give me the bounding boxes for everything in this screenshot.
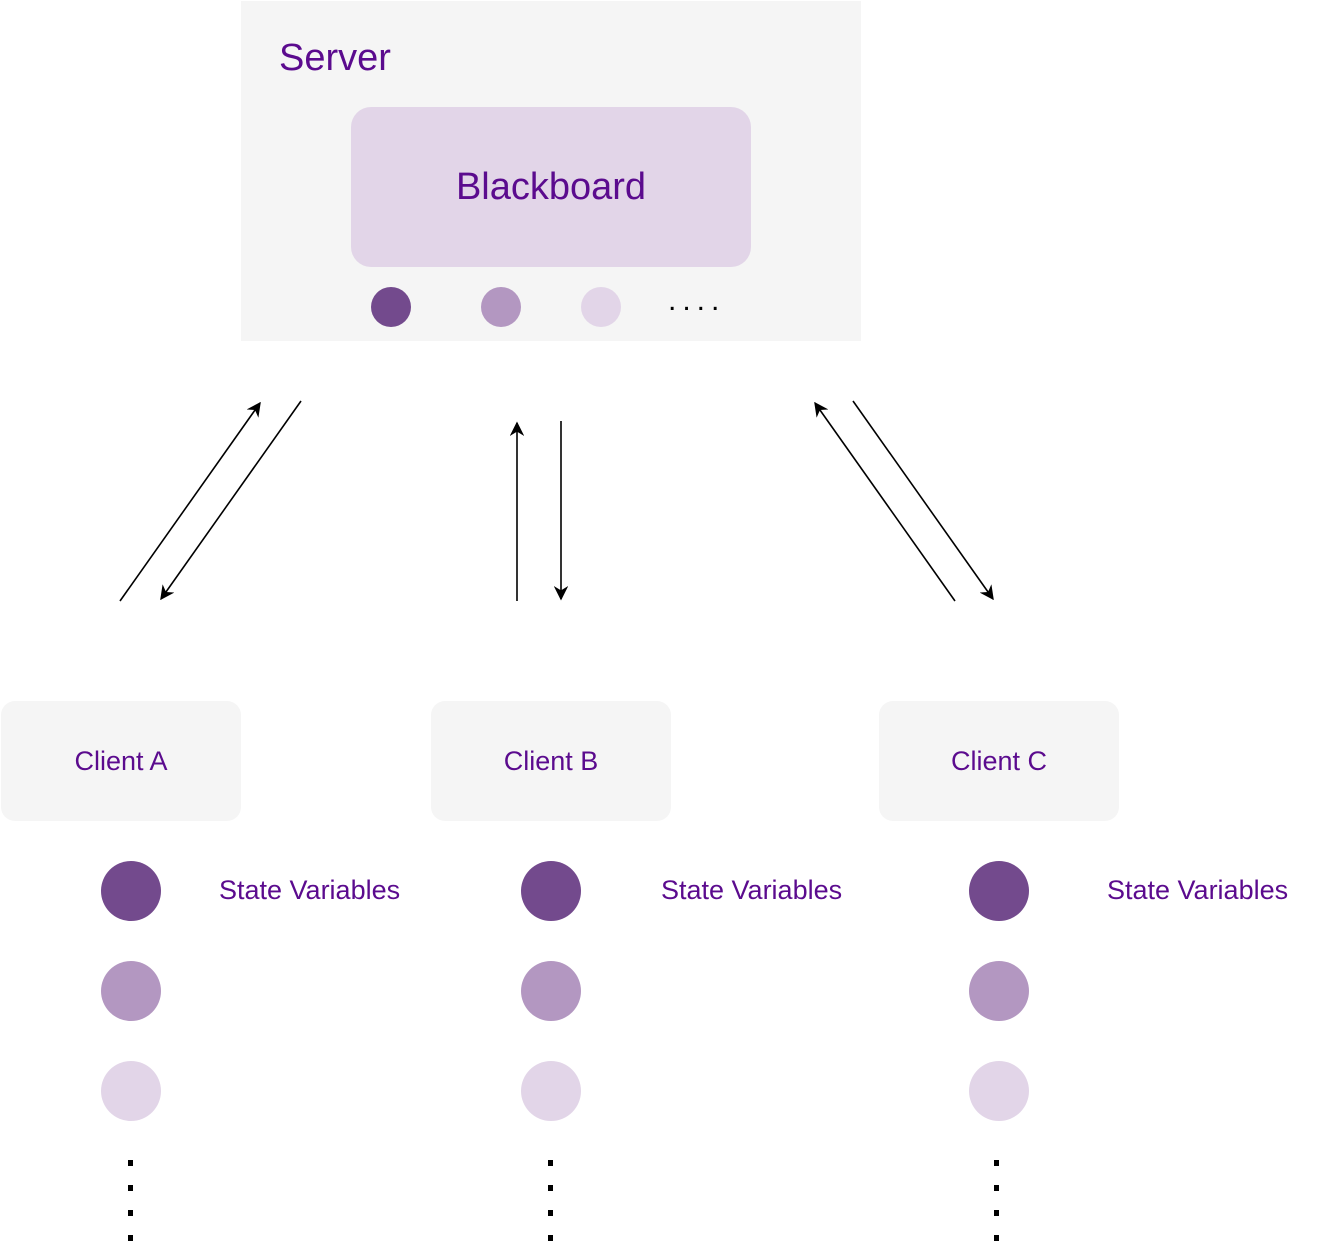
client-a-state-dot-3 [101,1061,161,1121]
client-c-box: Client C [879,701,1119,821]
client-a-state-label: State Variables [219,875,401,905]
server-title: Server [279,37,391,79]
client-b-box: Client B [431,701,671,821]
client-b-state-dot-1 [521,861,581,921]
server-state-dot-2 [481,287,521,327]
client-a-state-dot-2 [101,961,161,1021]
arrow-server-to-client-a [160,400,302,601]
server-state-dot-1 [371,287,411,327]
client-b-state-dot-2 [521,961,581,1021]
client-c-state-dot-2 [969,961,1029,1021]
arrow-client-c-to-server [814,401,956,602]
client-b-state-label: State Variables [661,875,843,905]
client-c-state-dot-1 [969,861,1029,921]
client-b-state-dot-3 [521,1061,581,1121]
client-a-box: Client A [1,701,241,821]
server-ellipsis: .... [668,284,726,317]
client-c-state-label: State Variables [1107,875,1289,905]
client-a-state-dot-1 [101,861,161,921]
arrow-server-to-client-c [852,400,994,601]
client-a-vertical-ellipsis [128,1160,133,1241]
client-b-vertical-ellipsis [548,1160,553,1241]
client-c-state-dot-3 [969,1061,1029,1121]
server-box: Server Blackboard .... [241,1,861,341]
server-state-dot-3 [581,287,621,327]
arrow-client-a-to-server [119,401,261,602]
blackboard-box: Blackboard [351,107,751,267]
client-c-vertical-ellipsis [994,1160,999,1241]
